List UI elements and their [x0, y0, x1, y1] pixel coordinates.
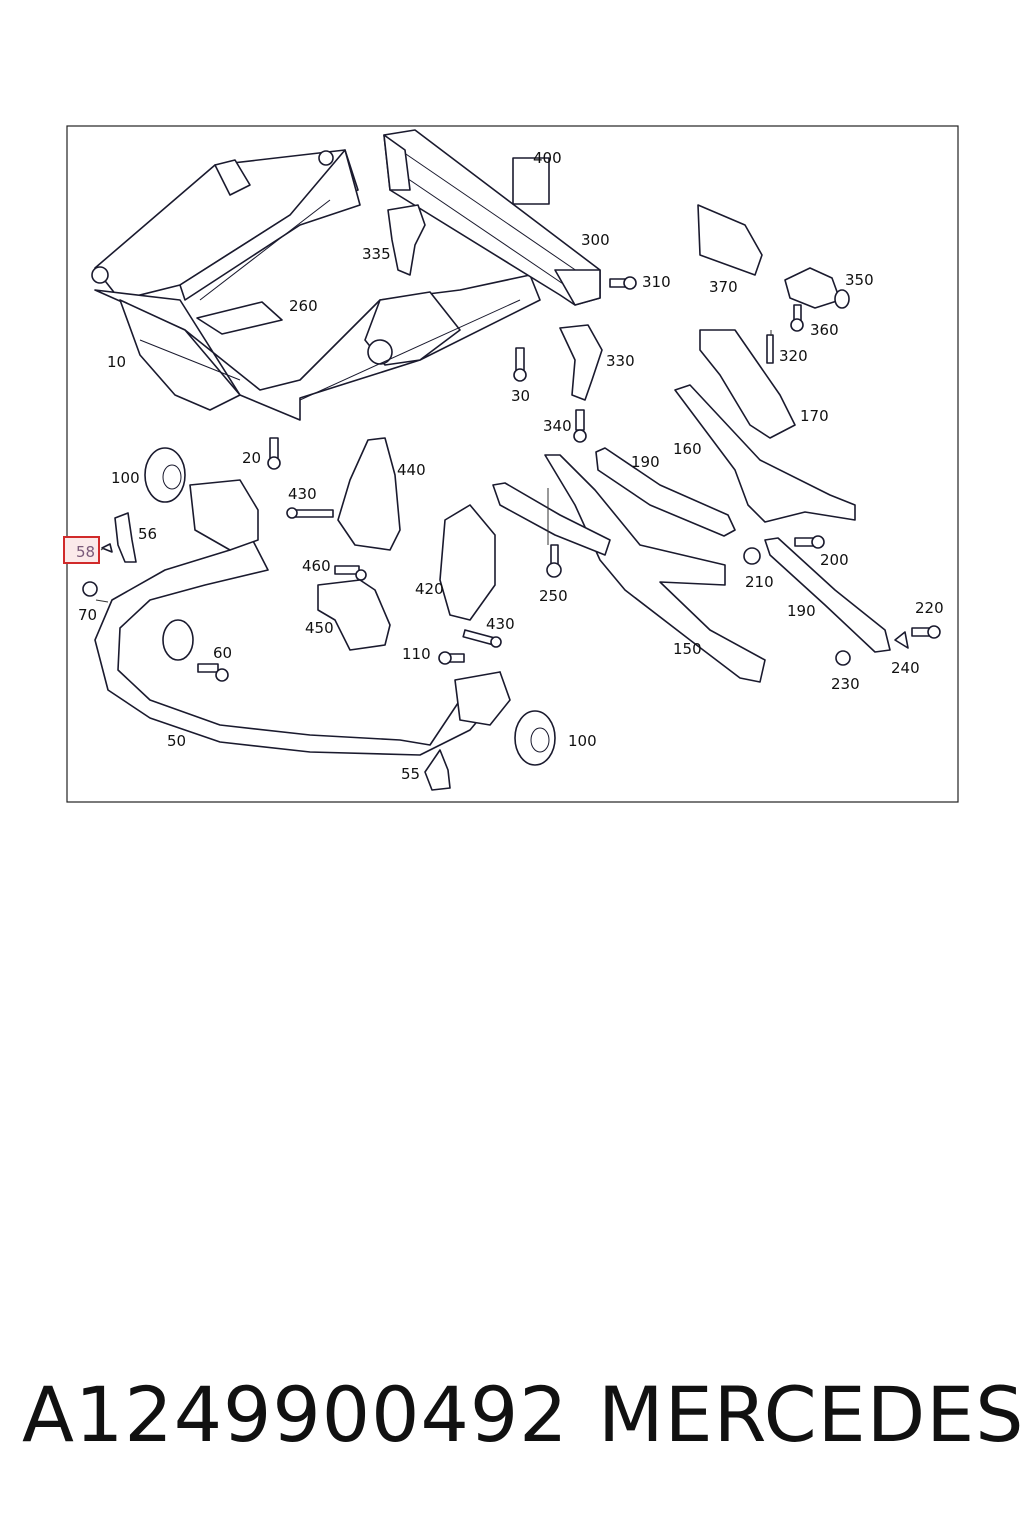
part-170-link[interactable] — [699, 329, 796, 439]
label-450: 450 — [305, 619, 334, 637]
part-58-clip[interactable] — [101, 543, 113, 553]
label-55: 55 — [401, 765, 420, 783]
label-335: 335 — [362, 245, 391, 263]
label-60: 60 — [213, 644, 232, 662]
part-number-caption: A1249900492 — [22, 1370, 569, 1459]
part-20-bolt[interactable] — [267, 437, 281, 470]
part-240-clip[interactable] — [894, 631, 909, 649]
label-10: 10 — [107, 353, 126, 371]
label-430-upper: 430 — [288, 485, 317, 503]
part-150-control-arm[interactable] — [544, 454, 766, 683]
label-20: 20 — [242, 449, 261, 467]
label-190-lower: 190 — [787, 602, 816, 620]
label-70: 70 — [78, 606, 97, 624]
part-55-bracket[interactable] — [424, 749, 451, 791]
label-110: 110 — [402, 645, 431, 663]
part-260-plate[interactable] — [196, 301, 283, 335]
part-430-bolt-lower[interactable] — [462, 629, 502, 648]
part-300-beam[interactable] — [383, 129, 601, 306]
part-460-bolt[interactable] — [334, 565, 367, 581]
label-360: 360 — [810, 321, 839, 339]
part-30-bolt[interactable] — [513, 347, 527, 382]
label-260: 260 — [289, 297, 318, 315]
part-70-washer[interactable] — [82, 581, 98, 597]
label-230: 230 — [831, 675, 860, 693]
part-430-bolt-upper[interactable] — [286, 507, 334, 519]
label-200: 200 — [820, 551, 849, 569]
part-50-axle-beam[interactable] — [94, 479, 511, 756]
label-58: 58 — [76, 543, 95, 561]
part-10-subframe[interactable] — [91, 149, 541, 421]
part-400-block[interactable] — [512, 157, 550, 205]
label-460: 460 — [302, 557, 331, 575]
diagram-frame — [66, 125, 959, 803]
label-50: 50 — [167, 732, 186, 750]
part-190-link-upper[interactable] — [595, 447, 736, 537]
label-430-lower: 430 — [486, 615, 515, 633]
part-250-bolt[interactable] — [546, 544, 562, 578]
label-300: 300 — [581, 231, 610, 249]
part-330-bracket[interactable] — [559, 324, 603, 401]
label-190-upper: 190 — [631, 453, 660, 471]
part-110-bolt[interactable] — [438, 651, 465, 665]
label-250: 250 — [539, 587, 568, 605]
label-330: 330 — [606, 352, 635, 370]
label-320: 320 — [779, 347, 808, 365]
part-56-bracket[interactable] — [114, 512, 137, 563]
part-320-pin[interactable] — [766, 334, 774, 364]
label-420: 420 — [415, 580, 444, 598]
label-150: 150 — [673, 640, 702, 658]
part-100-hub-upper[interactable] — [144, 447, 186, 503]
label-440: 440 — [397, 461, 426, 479]
label-30: 30 — [511, 387, 530, 405]
label-56: 56 — [138, 525, 157, 543]
label-400: 400 — [533, 149, 562, 167]
label-310: 310 — [642, 273, 671, 291]
label-170: 170 — [800, 407, 829, 425]
part-230-nut[interactable] — [835, 650, 851, 666]
label-350: 350 — [845, 271, 874, 289]
part-450-bracket[interactable] — [317, 579, 391, 651]
label-210: 210 — [745, 573, 774, 591]
label-370: 370 — [709, 278, 738, 296]
part-440-carrier[interactable] — [337, 437, 401, 551]
part-160-arm[interactable] — [674, 384, 856, 523]
label-220: 220 — [915, 599, 944, 617]
part-100-hub-lower[interactable] — [514, 710, 556, 766]
part-220-bolt[interactable] — [911, 625, 941, 639]
part-210-nut[interactable] — [743, 547, 761, 565]
label-240: 240 — [891, 659, 920, 677]
leader-lines — [95, 330, 772, 603]
label-340: 340 — [543, 417, 572, 435]
part-200-bolt[interactable] — [794, 535, 825, 549]
part-190-link-lower[interactable] — [492, 482, 611, 556]
part-370-bracket[interactable] — [697, 204, 763, 276]
part-335-bracket[interactable] — [387, 204, 426, 276]
part-310-bolt[interactable] — [609, 276, 637, 290]
label-100-upper: 100 — [111, 469, 140, 487]
part-190-link-right[interactable] — [764, 537, 891, 653]
part-420-shield[interactable] — [439, 504, 496, 621]
label-160: 160 — [673, 440, 702, 458]
part-360-bolt[interactable] — [790, 304, 804, 332]
part-340-bolt[interactable] — [573, 409, 587, 443]
brand-caption: MERCEDES — [598, 1370, 1024, 1459]
part-60-bolt[interactable] — [197, 663, 229, 682]
part-350-mount[interactable] — [784, 267, 850, 309]
callout-labels: 400 300 335 310 370 350 260 360 320 10 3… — [78, 149, 944, 783]
label-100-lower: 100 — [568, 732, 597, 750]
highlight-box-58 — [63, 536, 100, 564]
